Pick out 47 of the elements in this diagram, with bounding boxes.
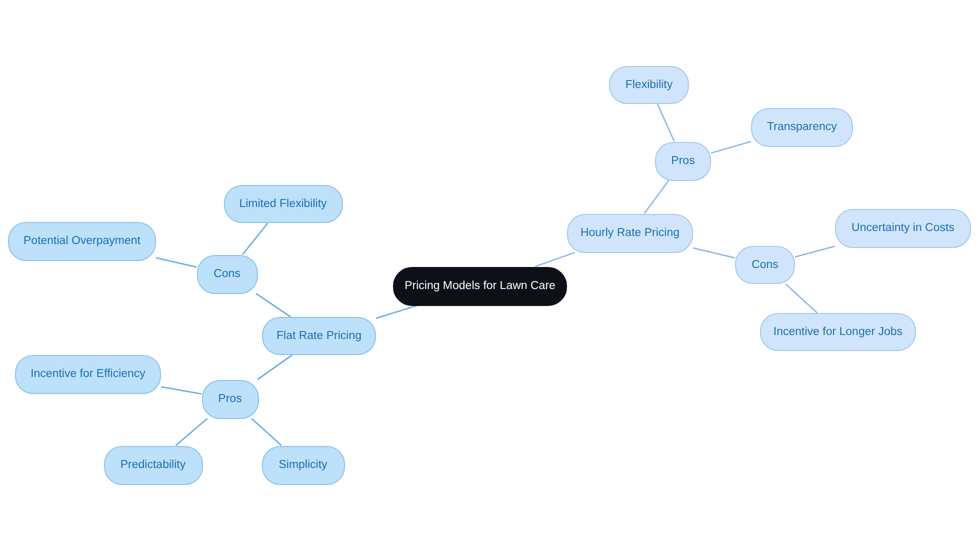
node-label: Transparency bbox=[767, 121, 837, 133]
leaf-box bbox=[8, 222, 156, 260]
subtopic-box bbox=[655, 142, 711, 180]
connector-line bbox=[256, 292, 292, 318]
branch-box bbox=[567, 214, 693, 252]
leaf-box bbox=[609, 66, 689, 104]
connector-line bbox=[534, 252, 576, 268]
leaf-box bbox=[760, 313, 916, 351]
node-label: Incentive for Longer Jobs bbox=[773, 326, 903, 338]
connector-line bbox=[160, 386, 202, 395]
subtopic-box bbox=[735, 246, 795, 284]
node-label: Flat Rate Pricing bbox=[276, 330, 362, 342]
connector-line bbox=[242, 222, 268, 255]
subtopic-box bbox=[196, 254, 258, 294]
connector-line bbox=[785, 283, 818, 314]
connector-line bbox=[251, 418, 282, 446]
connector-line bbox=[710, 140, 752, 154]
node-label: Pros bbox=[218, 393, 242, 405]
leaf-box bbox=[104, 446, 202, 484]
leaf-box bbox=[224, 185, 342, 223]
leaf-box bbox=[15, 354, 161, 394]
leaf-box bbox=[262, 446, 344, 484]
node-label: Potential Overpayment bbox=[24, 235, 140, 247]
connector-line bbox=[794, 246, 836, 258]
subtopic-box bbox=[202, 380, 258, 418]
leaf-box bbox=[751, 108, 853, 146]
node-label: Pricing Models for Lawn Care bbox=[404, 280, 556, 292]
connector-line bbox=[644, 180, 670, 214]
root-topic-box bbox=[393, 266, 567, 306]
branch-box bbox=[262, 317, 376, 355]
node-label: Pros bbox=[671, 155, 695, 167]
node-label: Uncertainty in Costs bbox=[852, 222, 954, 234]
connector-line bbox=[175, 418, 208, 446]
connector-line bbox=[376, 304, 418, 319]
node-label: Predictability bbox=[120, 459, 186, 471]
node-label: Cons bbox=[214, 268, 240, 280]
node-label: Limited Flexibility bbox=[239, 198, 327, 210]
connector-line bbox=[257, 354, 293, 380]
node-label: Flexibility bbox=[625, 79, 673, 91]
node-label: Hourly Rate Pricing bbox=[580, 227, 680, 239]
connector-line bbox=[656, 104, 675, 142]
node-label: Cons bbox=[752, 259, 778, 271]
connector-line bbox=[692, 247, 736, 259]
leaf-box bbox=[835, 208, 971, 248]
connector-line bbox=[156, 257, 197, 268]
node-label: Incentive for Efficiency bbox=[30, 368, 146, 380]
node-label: Simplicity bbox=[278, 459, 328, 471]
